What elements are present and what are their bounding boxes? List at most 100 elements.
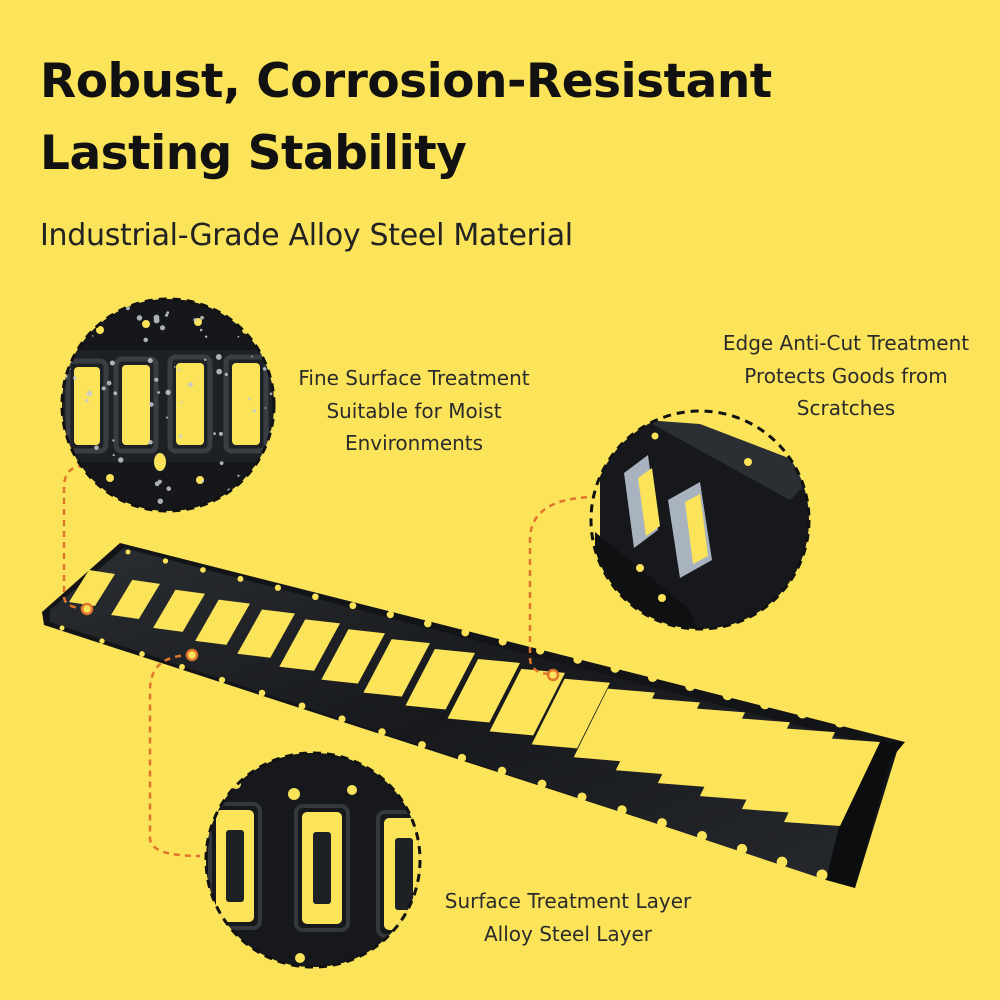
water-droplet <box>204 335 208 338</box>
water-droplet <box>264 407 267 409</box>
water-droplet <box>218 431 223 436</box>
water-droplet <box>180 401 183 404</box>
water-droplet <box>71 492 78 499</box>
rail-hole <box>537 779 547 789</box>
rail-holes <box>59 549 846 881</box>
water-droplet <box>237 474 240 477</box>
rail-hole <box>349 602 357 610</box>
rail-slot <box>447 658 520 723</box>
rail-slot <box>69 570 115 606</box>
water-droplet <box>252 409 257 413</box>
callout-layers: Surface Treatment Layer Alloy Steel Laye… <box>420 885 716 950</box>
water-droplet <box>79 304 84 309</box>
water-droplet <box>200 315 204 320</box>
water-droplet <box>85 398 89 403</box>
callout-layers-line-1: Surface Treatment Layer <box>444 889 692 913</box>
rail-slots <box>69 570 880 826</box>
rail-hole <box>461 628 470 637</box>
water-droplet <box>165 416 169 419</box>
rail-hole <box>610 663 620 673</box>
water-droplet <box>173 366 176 368</box>
water-droplet <box>109 360 115 366</box>
rail-slot <box>153 589 205 632</box>
rail-hole <box>200 567 206 573</box>
water-droplet <box>264 490 271 496</box>
rail-hole <box>736 843 748 855</box>
water-droplet <box>125 305 130 311</box>
rail-hole <box>179 664 185 670</box>
leader-lines <box>62 464 599 858</box>
water-droplet <box>178 434 183 439</box>
rail-slot <box>195 599 250 645</box>
rail-slot <box>111 579 160 619</box>
rail-hole <box>386 611 394 619</box>
water-droplet <box>78 480 83 486</box>
rail-slot <box>573 688 655 762</box>
water-droplet <box>112 453 115 457</box>
rail-slot <box>531 678 610 749</box>
water-droplet <box>164 313 169 317</box>
rail-slot <box>405 649 475 710</box>
water-droplet <box>248 397 251 401</box>
rail-hole <box>696 830 708 842</box>
water-droplet <box>224 372 228 377</box>
water-droplet <box>166 311 170 315</box>
callout-surface-line-1: Fine Surface Treatment <box>298 366 530 390</box>
water-droplet <box>154 481 160 487</box>
rail-hole <box>274 584 282 591</box>
water-droplet <box>79 491 83 495</box>
callout-surface-treatment: Fine Surface Treatment Suitable for Mois… <box>286 362 542 460</box>
water-droplet <box>157 391 161 394</box>
callout-edge-line-2: Protects Goods from <box>744 363 948 388</box>
water-droplet <box>188 382 194 388</box>
rail-hole <box>657 818 667 828</box>
callout-edge-line-1: Edge Anti-Cut Treatment <box>722 331 970 355</box>
rail-hole <box>497 766 507 776</box>
rail-slot <box>615 698 700 775</box>
rail-slot <box>363 639 430 697</box>
callout-surface-line-3: Environments <box>344 431 484 455</box>
rail-hole <box>312 593 319 601</box>
rail-slot <box>237 609 295 658</box>
rail-hole <box>617 805 627 815</box>
rail-hole <box>258 689 266 697</box>
rail-hole <box>647 672 658 682</box>
rail-hole <box>722 690 733 701</box>
rail-hole <box>457 753 467 763</box>
rail-slot <box>784 738 880 826</box>
water-droplet <box>165 389 171 396</box>
rail-hole <box>834 716 846 728</box>
water-droplet <box>193 318 197 322</box>
rail-hole <box>573 654 583 664</box>
water-droplet <box>251 355 254 358</box>
rail-slot <box>699 718 790 801</box>
water-droplet <box>215 354 222 360</box>
e-track-rail <box>42 543 905 888</box>
rail-hole <box>338 715 346 723</box>
rail-hole <box>535 646 545 655</box>
water-droplet <box>143 337 148 343</box>
callout-surface-line-2: Suitable for Moist <box>326 398 502 423</box>
water-droplet <box>203 358 207 362</box>
water-droplet <box>113 391 118 396</box>
water-droplet <box>166 486 172 492</box>
water-droplet <box>262 367 267 371</box>
water-droplet <box>80 314 83 318</box>
zoom-circle-layers <box>204 751 422 969</box>
zoom-circle-edge <box>589 409 811 631</box>
rail-hole <box>378 728 386 736</box>
water-droplet <box>94 445 99 450</box>
water-droplet <box>63 456 68 460</box>
water-droplet <box>147 358 153 364</box>
water-droplet <box>101 386 106 391</box>
callout-edge-treatment: Edge Anti-Cut Treatment Protects Goods f… <box>706 327 986 425</box>
water-droplet <box>86 390 93 397</box>
water-droplet <box>199 328 203 332</box>
rail-hole <box>685 681 695 692</box>
rail-hole <box>237 575 244 582</box>
water-droplet <box>136 315 143 321</box>
water-droplet <box>237 335 240 338</box>
page-subtitle: Industrial-Grade Alloy Steel Material <box>40 218 573 253</box>
rail-hole <box>759 698 771 710</box>
